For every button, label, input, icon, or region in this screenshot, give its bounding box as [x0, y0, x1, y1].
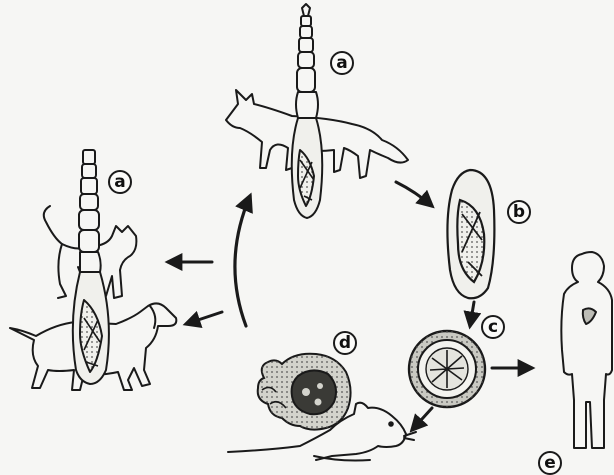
proglottid-icon: [447, 170, 494, 298]
arrow-icon: [396, 182, 432, 206]
arrow-icon: [470, 302, 474, 326]
label-adult-worm-cat-dog: a: [108, 170, 132, 194]
label-adult-worm-fox: a: [330, 51, 354, 75]
human-icon: [561, 252, 612, 448]
cyst-icon: [258, 354, 351, 430]
arrow-icon: [186, 312, 222, 324]
tapeworm-icon: [73, 150, 109, 384]
arrow-icon: [412, 408, 432, 430]
arrow-icon: [235, 196, 250, 326]
label-egg: c: [481, 315, 505, 339]
tapeworm-icon: [292, 4, 323, 218]
label-human: e: [538, 451, 562, 475]
label-proglottid: b: [507, 200, 531, 224]
egg-icon: [409, 331, 485, 407]
label-rodent-cyst: d: [333, 331, 357, 355]
